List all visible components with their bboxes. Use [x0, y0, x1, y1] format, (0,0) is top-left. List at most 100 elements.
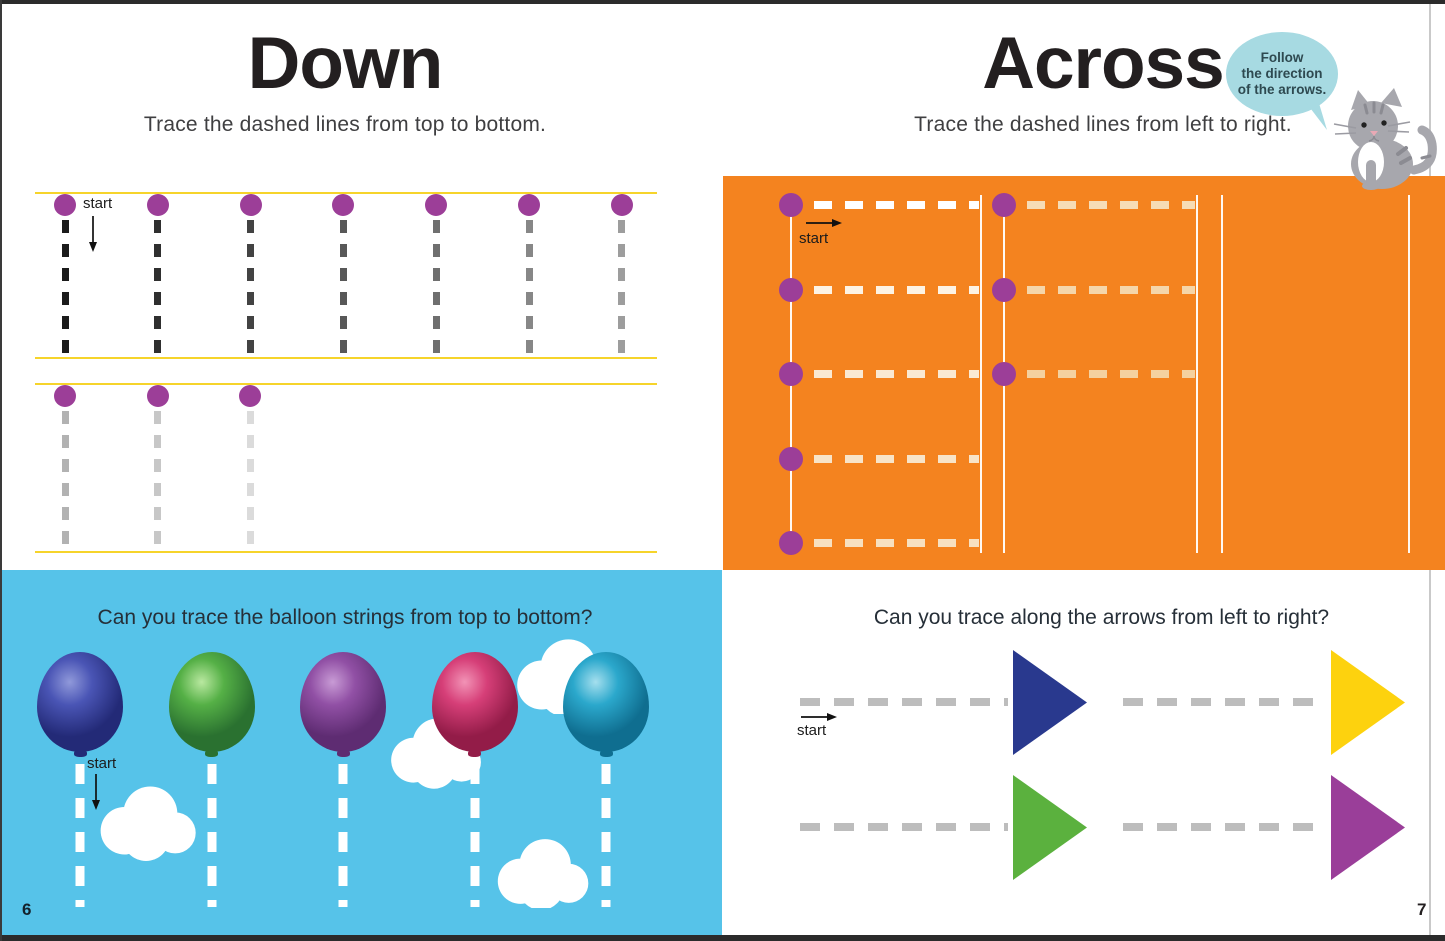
yellow-guide-line — [35, 357, 657, 359]
gray-dashed-line — [1123, 823, 1327, 831]
triangle-arrow — [1331, 775, 1405, 880]
balloon-shape — [300, 652, 386, 752]
page-title-across: Across — [982, 23, 1225, 104]
balloon-shape — [37, 652, 123, 752]
horizontal-dashed-line — [814, 201, 979, 209]
trace-start-dot — [239, 194, 262, 216]
start-label: start — [799, 230, 829, 247]
start-label: start — [797, 722, 827, 739]
arrow-trace-row — [723, 650, 1445, 755]
vertical-dashed-line — [618, 220, 626, 358]
vertical-dashed-line — [432, 220, 440, 358]
trace-start-dot — [779, 531, 803, 556]
right-subtitle: Trace the dashed lines from left to righ… — [914, 112, 1292, 136]
trace-start-dot — [779, 362, 803, 387]
balloon-green — [167, 652, 257, 918]
balloon-shape — [563, 652, 649, 752]
cloud-icon — [391, 718, 481, 789]
trace-column — [54, 385, 76, 549]
speech-bubble-line: Follow — [1260, 49, 1304, 65]
across-box-1 — [779, 193, 982, 556]
triangle-arrow — [1013, 775, 1087, 880]
trace-start-dot — [146, 385, 169, 407]
trace-column — [425, 194, 448, 358]
vertical-dashed-line — [61, 220, 69, 358]
across-trace-row — [779, 446, 982, 471]
book-edge-bottom — [0, 935, 1445, 941]
cat-icon — [1333, 88, 1437, 190]
balloon-shape — [431, 652, 518, 752]
balloon-row — [35, 652, 651, 918]
trace-column — [146, 194, 169, 358]
trace-start-dot — [146, 194, 169, 216]
across-box-2 — [992, 193, 1198, 553]
across-trace-row — [992, 277, 1198, 302]
horizontal-dashed-line — [814, 285, 979, 294]
left-subtitle: Trace the dashed lines from top to botto… — [143, 112, 547, 136]
across-trace-row — [779, 531, 982, 556]
trace-start-dot — [779, 193, 803, 217]
horizontal-dashed-line — [814, 539, 979, 548]
gray-dashed-line — [800, 698, 1008, 706]
yellow-guide-line — [35, 383, 657, 385]
trace-column — [54, 194, 76, 358]
right-arrow-icon — [806, 219, 842, 227]
vertical-dashed-line — [154, 411, 161, 549]
across-trace-row — [779, 362, 982, 387]
across-trace-section: start — [723, 176, 1445, 570]
balloon-string — [601, 764, 611, 907]
trace-column — [239, 194, 262, 358]
balloon-string — [207, 764, 216, 907]
trace-start-dot — [992, 277, 1016, 302]
trace-column — [239, 385, 261, 549]
trace-start-dot — [332, 194, 355, 216]
balloon-teal — [561, 652, 651, 918]
across-trace-row — [992, 193, 1198, 217]
left-header: Down Trace the dashed lines from top to … — [0, 25, 690, 137]
vertical-dashed-line — [525, 220, 533, 358]
arrow-question: Can you trace along the arrows from left… — [873, 606, 1330, 629]
trace-start-dot — [54, 194, 76, 216]
horizontal-dashed-line — [814, 370, 979, 379]
balloon-question: Can you trace the balloon strings from t… — [97, 606, 593, 629]
down-trace-row-1 — [54, 194, 633, 358]
across-trace-row — [779, 277, 982, 302]
trace-start-dot — [54, 385, 76, 407]
balloon-knot — [468, 750, 481, 757]
start-label: start — [83, 195, 113, 212]
trace-start-dot — [992, 362, 1016, 387]
balloon-string — [338, 764, 348, 907]
speech-bubble-line: the direction — [1241, 65, 1323, 81]
vertical-dashed-line — [61, 411, 69, 549]
arrow-trace-row — [723, 775, 1445, 880]
start-label: start — [87, 755, 117, 772]
horizontal-dashed-line — [1027, 285, 1195, 294]
gray-dashed-line — [1123, 698, 1327, 706]
trace-start-dot — [992, 193, 1016, 217]
page-number-right: 7 — [1417, 900, 1427, 919]
vertical-dashed-line — [154, 220, 162, 358]
balloon-string — [470, 764, 479, 907]
book-edge-top — [0, 0, 1445, 4]
triangle-arrow — [1331, 650, 1405, 755]
vertical-dashed-line — [246, 411, 254, 549]
trace-column — [518, 194, 541, 358]
trace-start-dot — [779, 277, 803, 302]
balloon-knot — [73, 750, 87, 757]
trace-start-dot — [779, 446, 803, 471]
across-trace-row — [992, 362, 1198, 387]
right-arrow-icon — [801, 713, 837, 721]
cloud-icon — [497, 839, 589, 908]
balloon-purple — [298, 652, 388, 918]
vertical-dashed-line — [247, 220, 255, 358]
down-trace-row-2 — [54, 385, 261, 549]
page-number-left: 6 — [22, 900, 32, 919]
arrow-rows — [723, 650, 1445, 885]
trace-column — [332, 194, 355, 358]
speech-bubble: Follow the direction of the arrows. — [1226, 32, 1338, 116]
yellow-guide-line — [35, 551, 657, 553]
down-arrow-icon — [92, 774, 100, 810]
speech-bubble-line: of the arrows. — [1237, 82, 1327, 98]
right-header: Across Trace the dashed lines from left … — [763, 23, 1443, 137]
